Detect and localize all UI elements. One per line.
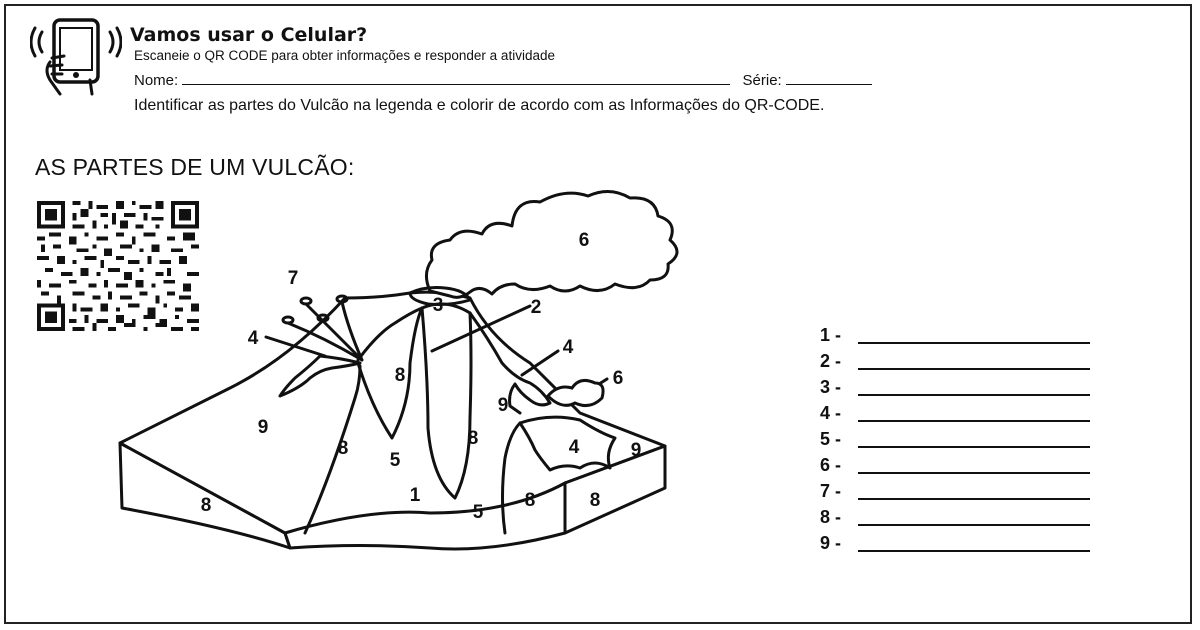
answer-blank[interactable]: [858, 378, 1090, 396]
answer-row: 2 -: [820, 348, 1090, 374]
answer-list: 1 - 2 - 3 - 4 - 5 - 6 - 7 - 8 - 9 -: [820, 322, 1090, 556]
diagram-label-8c: 8: [468, 428, 479, 449]
diagram-label-8a: 8: [395, 365, 406, 386]
answer-number: 5 -: [820, 428, 842, 449]
secondary-conduit: [356, 306, 424, 440]
lava-flow-right: [468, 311, 552, 415]
answer-number: 3 -: [820, 376, 842, 397]
answer-row: 1 -: [820, 322, 1090, 348]
diagram-label-5b: 5: [473, 502, 484, 523]
worksheet-frame: [4, 4, 1192, 624]
answer-blank[interactable]: [858, 326, 1090, 344]
answer-number: 6 -: [820, 454, 842, 475]
lava-flow-left: [278, 354, 362, 398]
answer-number: 9 -: [820, 532, 842, 553]
answer-row: 5 -: [820, 426, 1090, 452]
name-blank-line[interactable]: [182, 72, 731, 85]
answer-blank[interactable]: [858, 404, 1090, 422]
answer-number: 8 -: [820, 506, 842, 527]
diagram-label-4b: 4: [563, 337, 574, 358]
diagram-label-1: 1: [410, 485, 421, 506]
diagram-label-6a: 6: [579, 230, 590, 251]
diagram-label-8f: 8: [590, 490, 601, 511]
magma-chamber: [518, 415, 617, 472]
diagram-label-9c: 9: [631, 440, 642, 461]
answer-blank[interactable]: [858, 482, 1090, 500]
diagram-label-2: 2: [531, 297, 542, 318]
diagram-label-4c: 4: [569, 437, 580, 458]
diagram-label-8b: 8: [338, 438, 349, 459]
diagram-label-9b: 9: [498, 395, 509, 416]
ash-cloud: [425, 190, 679, 299]
answer-row: 7 -: [820, 478, 1090, 504]
diagram-label-7: 7: [288, 268, 299, 289]
answer-blank[interactable]: [858, 352, 1090, 370]
main-conduit: [420, 306, 473, 500]
answer-blank[interactable]: [858, 534, 1090, 552]
worksheet-title: Vamos usar o Celular?: [130, 24, 368, 46]
name-grade-row: Nome: Série:: [134, 72, 872, 89]
side-vent-cloud: [545, 378, 605, 408]
answer-number: 4 -: [820, 402, 842, 423]
cut-face: [283, 481, 567, 551]
answer-row: 6 -: [820, 452, 1090, 478]
diagram-label-8e: 8: [525, 490, 536, 511]
diagram-label-3: 3: [433, 295, 444, 316]
activity-instruction: Identificar as partes do Vulcão na legen…: [134, 97, 825, 114]
diagram-label-8d: 8: [201, 495, 212, 516]
qr-code: [37, 201, 199, 331]
diagram-label-5a: 5: [390, 450, 401, 471]
grade-label: Série:: [742, 72, 782, 89]
phone-signal-icon: [30, 18, 122, 96]
answer-row: 9 -: [820, 530, 1090, 556]
diagram-label-4a: 4: [248, 328, 259, 349]
diagram-label-6b: 6: [613, 368, 624, 389]
grade-blank-line[interactable]: [785, 72, 872, 85]
answer-blank[interactable]: [858, 430, 1090, 448]
answer-blank[interactable]: [858, 508, 1090, 526]
section-heading: AS PARTES DE UM VULCÃO:: [35, 154, 355, 180]
diagram-label-9a: 9: [258, 417, 269, 438]
answer-row: 3 -: [820, 374, 1090, 400]
answer-blank[interactable]: [858, 456, 1090, 474]
answer-number: 7 -: [820, 480, 842, 501]
answer-number: 1 -: [820, 324, 842, 345]
volcano-diagram: 1 2 3 4 4 4 5 5 6 6 7 8 8 8 8 8 8 9 9 9: [118, 190, 679, 551]
worksheet-subtitle: Escaneie o QR CODE para obter informaçõe…: [134, 48, 555, 63]
name-label: Nome:: [134, 72, 179, 89]
crater: [408, 286, 472, 306]
answer-row: 4 -: [820, 400, 1090, 426]
answer-row: 8 -: [820, 504, 1090, 530]
answer-number: 2 -: [820, 350, 842, 371]
